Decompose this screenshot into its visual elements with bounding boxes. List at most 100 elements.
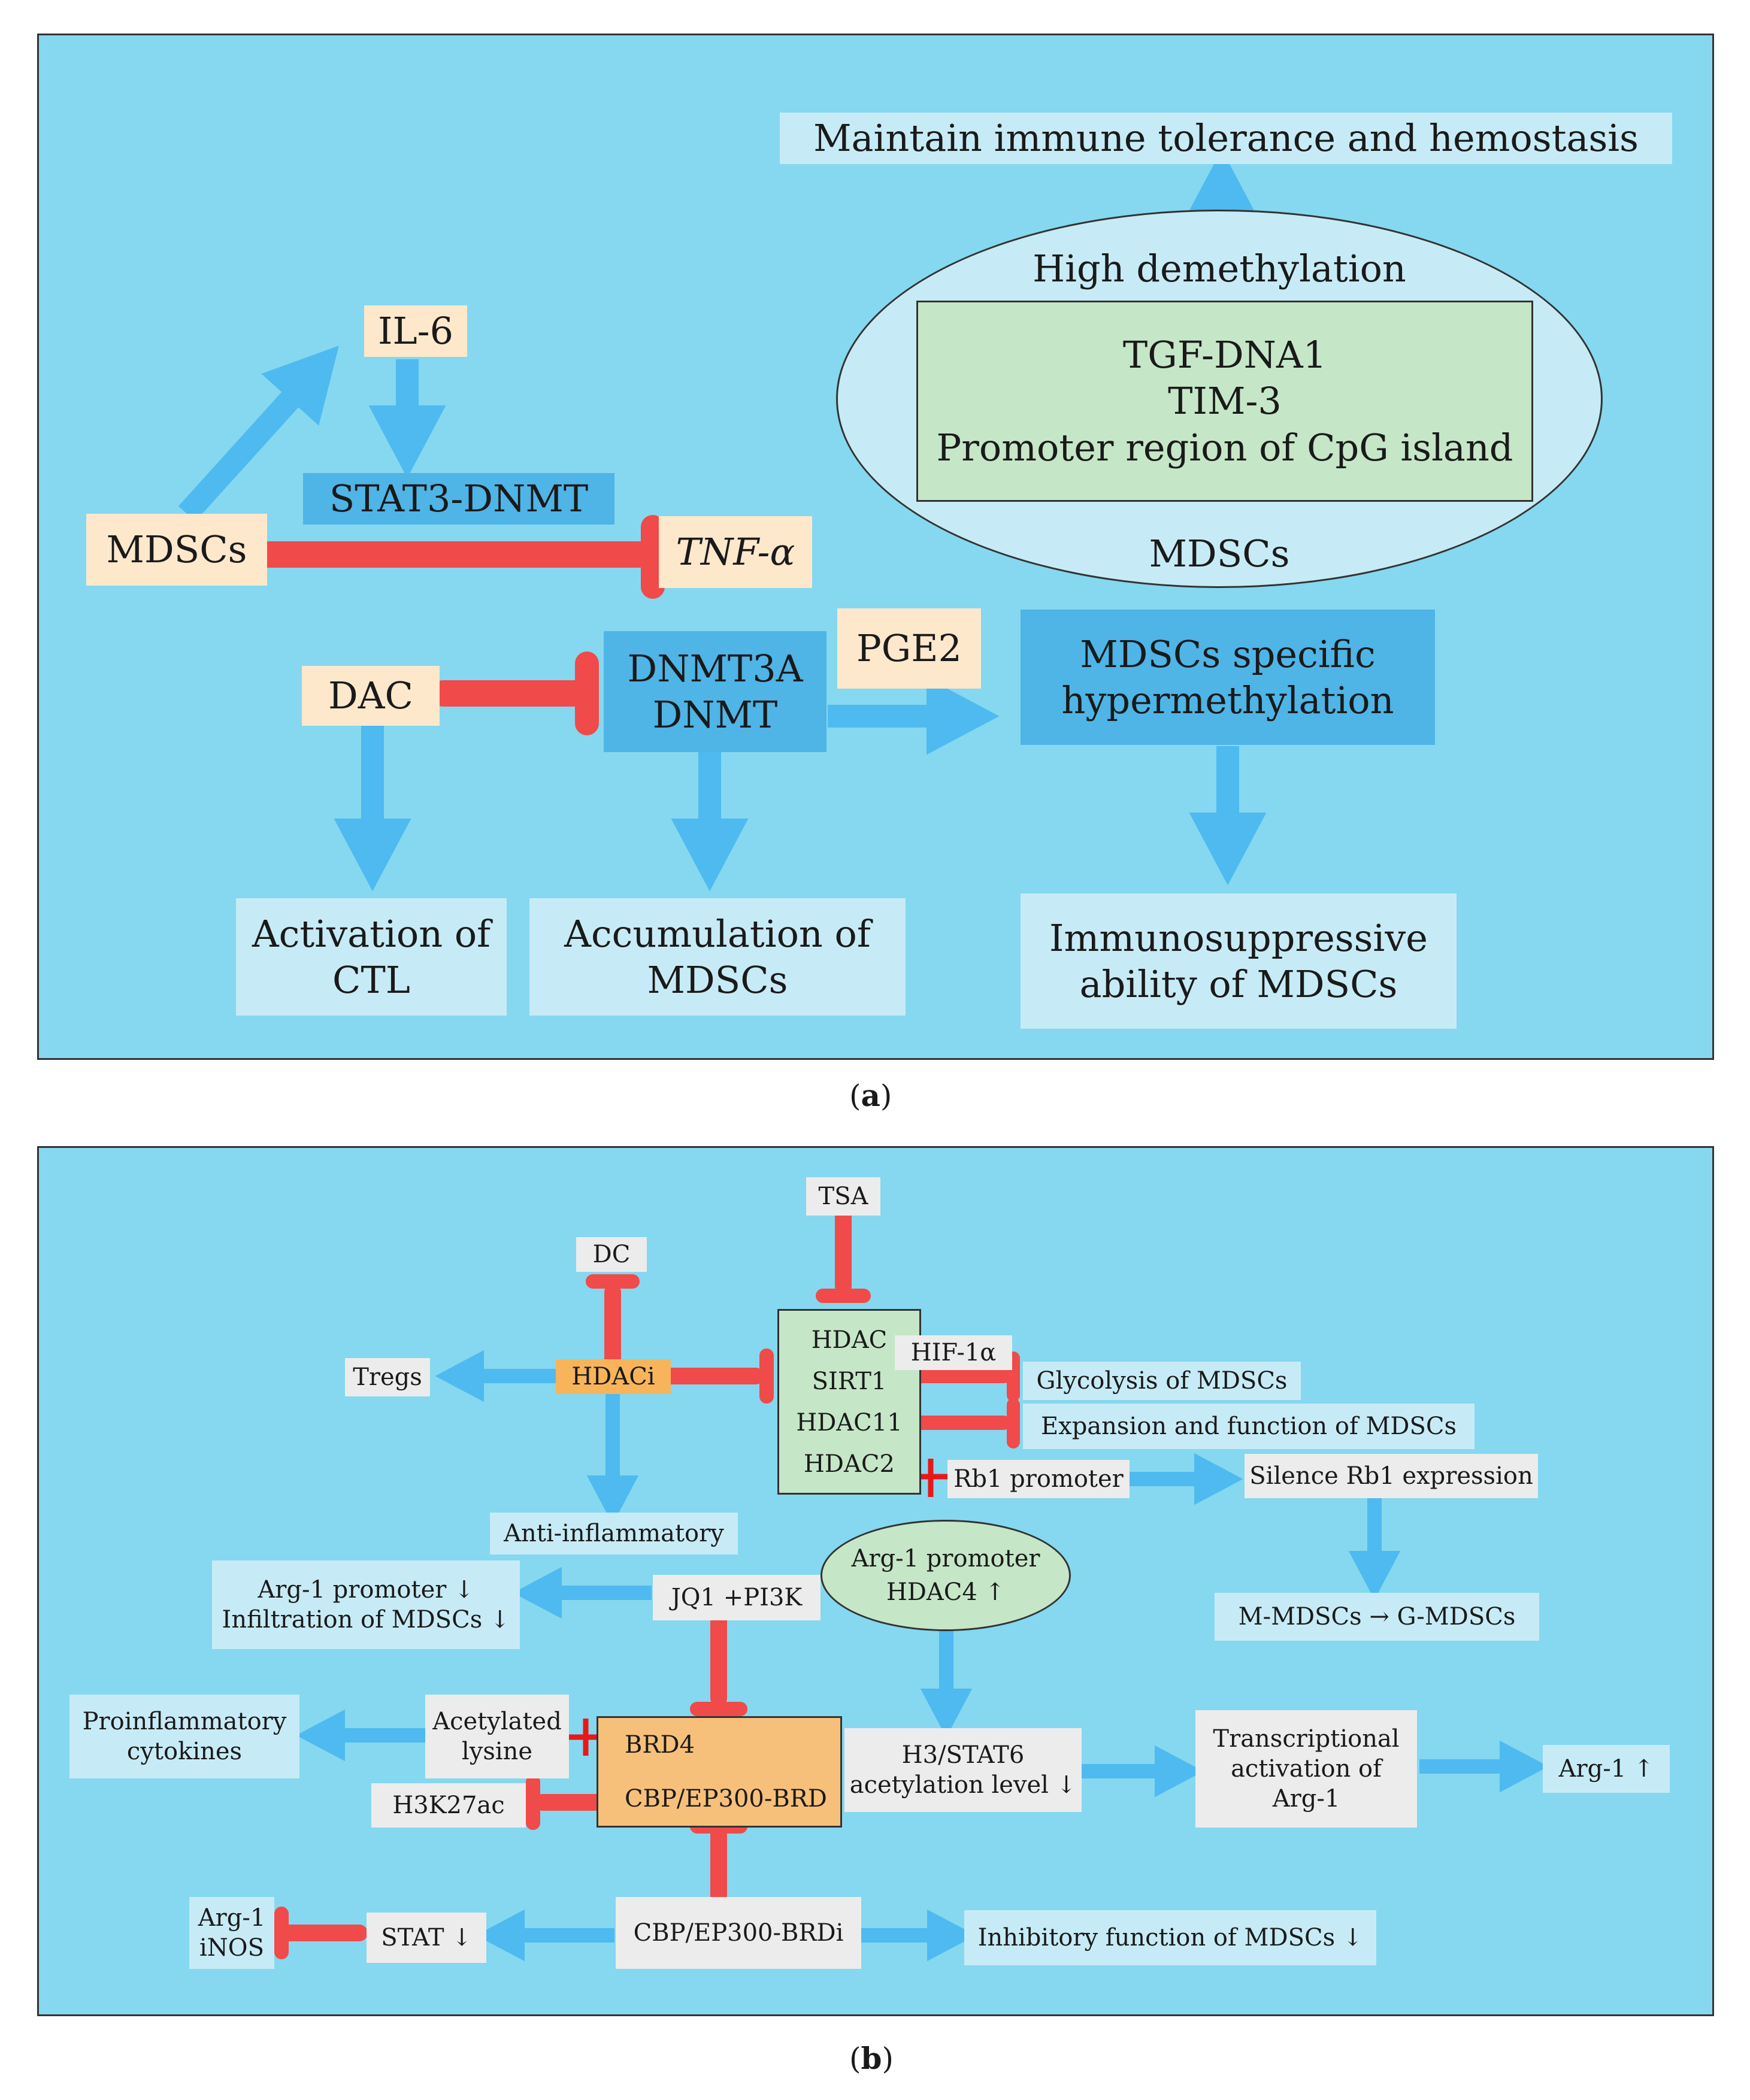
tnf-alpha-box: TNF-α	[659, 516, 812, 588]
hypermethylation-box: MDSCs specific hypermethylation	[1021, 610, 1435, 745]
silence-rb1-box: Silence Rb1 expression	[1245, 1454, 1538, 1498]
h3stat6-box: H3/STAT6 acetylation level ↓	[844, 1728, 1082, 1812]
arg1-inos-box: Arg-1 iNOS	[189, 1897, 274, 1969]
acetylated-lysine-box: Acetylated lysine	[425, 1695, 569, 1778]
mdscs-text: MDSCs	[106, 528, 247, 572]
hif1a-box: HIF-1α	[895, 1335, 1012, 1370]
h3stat6-line-1: H3/STAT6	[901, 1741, 1025, 1769]
target-line-1: TGF-DNA1	[1122, 332, 1327, 377]
h3k27ac-box: H3K27ac	[371, 1783, 526, 1828]
caption-a: (a)	[849, 1078, 892, 1113]
activation-ctl-box: Activation of CTL	[236, 898, 507, 1016]
glycolysis-text: Glycolysis of MDSCs	[1036, 1367, 1288, 1395]
hdaci-box: HDACi	[556, 1359, 671, 1394]
accumulation-line-1: Accumulation of	[564, 911, 871, 956]
arg1-inos-line-1: Arg-1	[198, 1904, 266, 1932]
brd-box: BRD4 CBP/EP300-BRD	[597, 1716, 842, 1828]
proinflammatory-box: Proinflammatory cytokines	[69, 1695, 299, 1778]
ellipse-mdscs-label: MDSCs	[1149, 532, 1290, 575]
activation-line-2: CTL	[332, 958, 410, 1002]
arg1-ellipse-line-1: Arg-1 promoter	[851, 1545, 1040, 1572]
il6-text: IL-6	[377, 309, 454, 353]
inhibitory-function-text: Inhibitory function of MDSCs ↓	[977, 1924, 1363, 1951]
rb1-promoter-box: Rb1 promoter	[947, 1460, 1130, 1498]
m-to-g-mdscs-box: M-MDSCs → G-MDSCs	[1215, 1593, 1539, 1641]
arrow-mdscs-to-il6	[178, 346, 339, 522]
expansion-text: Expansion and function of MDSCs	[1040, 1413, 1457, 1440]
hyper-line-2: hypermethylation	[1061, 678, 1394, 722]
pge2-box: PGE2	[837, 608, 981, 689]
transcriptional-line-1: Transcriptional	[1213, 1725, 1400, 1753]
caption-b: (b)	[849, 2041, 894, 2076]
brdi-text: CBP/EP300-BRDi	[633, 1919, 844, 1947]
jq1-pi3k-text: JQ1 +PI3K	[671, 1584, 803, 1611]
arg1-promoter-line-1: Arg-1 promoter ↓	[258, 1576, 474, 1604]
demethylation-targets-box: TGF-DNA1 TIM-3 Promoter region of CpG is…	[916, 301, 1533, 502]
accumulation-box: Accumulation of MDSCs	[529, 898, 906, 1016]
transcriptional-box: Transcriptional activation of Arg-1	[1195, 1710, 1417, 1828]
activation-line-1: Activation of	[252, 911, 491, 956]
hdac-line-2: SIRT1	[812, 1367, 887, 1395]
arg1-up-text: Arg-1 ↑	[1558, 1755, 1654, 1783]
brd-line-2: CBP/EP300-BRD	[625, 1785, 827, 1813]
arg1-ellipse-line-2: HDAC4 ↑	[886, 1578, 1006, 1606]
inhibitory-function-box: Inhibitory function of MDSCs ↓	[964, 1910, 1376, 1965]
proinflammatory-line-1: Proinflammatory	[82, 1708, 287, 1735]
tregs-box: Tregs	[345, 1358, 430, 1396]
arg1-promoter-box: Arg-1 promoter ↓ Infiltration of MDSCs ↓	[212, 1560, 520, 1649]
stat-down-box: STAT ↓	[367, 1913, 486, 1963]
immuno-line-2: ability of MDSCs	[1079, 962, 1398, 1006]
mdscs-box: MDSCs	[86, 514, 267, 586]
rb1-promoter-text: Rb1 promoter	[953, 1465, 1124, 1493]
stat3-dnmt-text: STAT3-DNMT	[329, 477, 589, 521]
arg1-promoter-line-2: Infiltration of MDSCs ↓	[222, 1606, 510, 1634]
arg1-inos-line-2: iNOS	[199, 1934, 264, 1962]
maintain-tolerance-text: Maintain immune tolerance and hemostasis	[813, 116, 1639, 160]
transcriptional-line-2: activation of	[1231, 1755, 1382, 1783]
dac-box: DAC	[302, 666, 440, 726]
glycolysis-box: Glycolysis of MDSCs	[1023, 1362, 1301, 1400]
il6-box: IL-6	[364, 305, 467, 357]
expansion-box: Expansion and function of MDSCs	[1023, 1404, 1475, 1449]
anti-inflammatory-box: Anti-inflammatory	[490, 1513, 738, 1554]
tsa-text: TSA	[818, 1183, 868, 1210]
arg1-up-box: Arg-1 ↑	[1543, 1745, 1670, 1793]
high-demethylation-label: High demethylation	[1033, 247, 1406, 290]
stat3-dnmt-box: STAT3-DNMT	[303, 473, 614, 525]
hdac-line-3: HDAC11	[796, 1408, 903, 1437]
hdac-line-4: HDAC2	[804, 1450, 895, 1478]
acetylated-line-2: lysine	[461, 1738, 533, 1765]
maintain-tolerance-box: Maintain immune tolerance and hemostasis	[780, 113, 1672, 164]
pge2-text: PGE2	[856, 626, 962, 671]
caption-b-letter: b	[861, 2041, 882, 2076]
h3stat6-line-2: acetylation level ↓	[849, 1771, 1077, 1799]
accumulation-line-2: MDSCs	[647, 958, 788, 1002]
tregs-text: Tregs	[353, 1363, 422, 1391]
dnmt-line-2: DNMT	[652, 693, 778, 737]
jq1-pi3k-box: JQ1 +PI3K	[653, 1575, 820, 1620]
tsa-box: TSA	[806, 1177, 880, 1216]
silence-rb1-text: Silence Rb1 expression	[1249, 1462, 1533, 1490]
hdaci-text: HDACi	[571, 1363, 655, 1390]
target-line-3: Promoter region of CpG island	[936, 425, 1513, 469]
dnmt-line-1: DNMT3A	[627, 646, 803, 690]
anti-inflammatory-text: Anti-inflammatory	[504, 1520, 724, 1547]
hdac-line-1: HDAC	[811, 1326, 888, 1354]
caption-a-letter: a	[861, 1078, 880, 1113]
dc-box: DC	[576, 1237, 647, 1272]
hyper-line-1: MDSCs specific	[1080, 632, 1376, 676]
brdi-box: CBP/EP300-BRDi	[616, 1897, 861, 1969]
stat-down-text: STAT ↓	[381, 1924, 472, 1951]
dac-text: DAC	[328, 674, 413, 718]
arg1-hdac4-ellipse: Arg-1 promoter HDAC4 ↑	[820, 1520, 1071, 1631]
tnf-alpha-text: TNF-α	[676, 530, 795, 574]
acetylated-line-1: Acetylated	[432, 1708, 562, 1735]
transcriptional-line-3: Arg-1	[1272, 1785, 1340, 1813]
immunosuppressive-box: Immunosuppressive ability of MDSCs	[1021, 893, 1457, 1029]
dc-text: DC	[592, 1241, 631, 1268]
target-line-2: TIM-3	[1168, 379, 1282, 423]
h3k27ac-text: H3K27ac	[392, 1792, 505, 1819]
immuno-line-1: Immunosuppressive	[1049, 916, 1428, 960]
brd-line-1: BRD4	[625, 1731, 695, 1759]
